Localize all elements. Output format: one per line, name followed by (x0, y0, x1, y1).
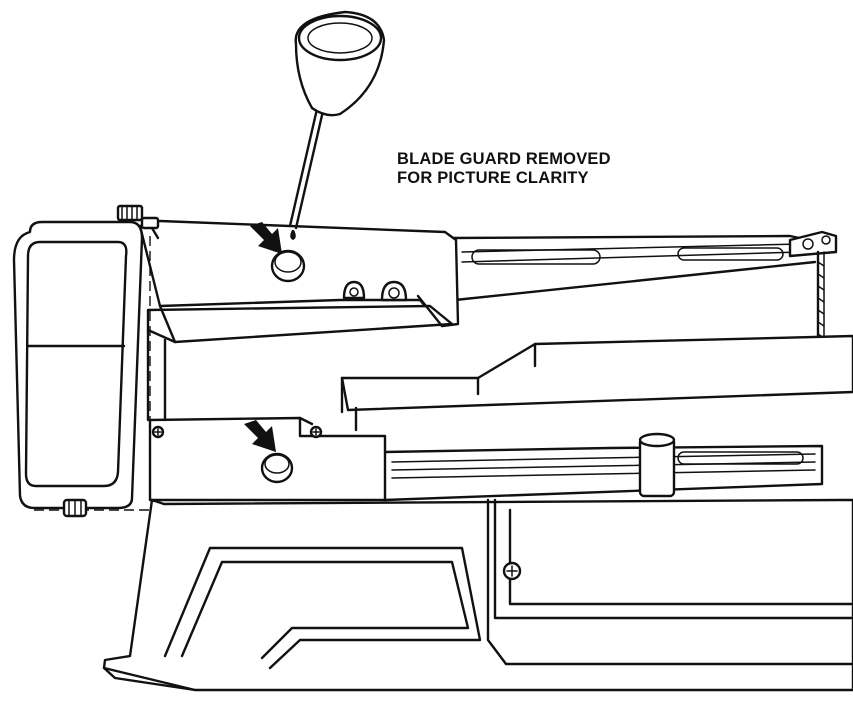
upper-arm (448, 230, 838, 302)
upper-arm-slot-right (677, 247, 784, 261)
back-column (146, 236, 167, 498)
tension-knob (116, 204, 160, 240)
upper-arm-slot-left (471, 249, 601, 265)
motor-cover (12, 220, 150, 511)
oil-hole-upper (270, 249, 306, 283)
pivot-screw-left (342, 280, 366, 300)
arrow-to-lower-oil-hole (244, 420, 276, 452)
upper-housing (138, 219, 460, 344)
oil-hole-lower (260, 452, 294, 484)
pivot-screw-right (380, 280, 408, 302)
caption-line-2: FOR PICTURE CLARITY (397, 169, 589, 187)
caption-line-1: BLADE GUARD REMOVED (397, 150, 611, 168)
work-table (340, 334, 853, 432)
base (102, 498, 853, 692)
lower-arm (383, 432, 824, 502)
saw-blade (816, 250, 825, 346)
arrow-to-upper-oil-hole (250, 222, 282, 254)
oil-can (288, 10, 386, 240)
lower-knob (62, 498, 88, 518)
lower-arm-slot (677, 451, 804, 465)
diagram-caption: BLADE GUARD REMOVED FOR PICTURE CLARITY (397, 150, 611, 188)
